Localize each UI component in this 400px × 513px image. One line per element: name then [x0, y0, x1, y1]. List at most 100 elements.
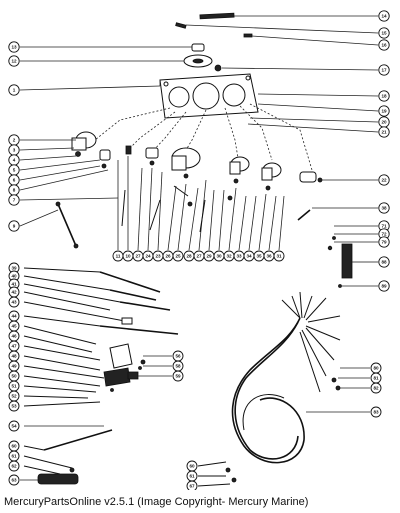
svg-text:80: 80: [373, 366, 379, 371]
callout-63-left: 63: [8, 474, 20, 486]
callout-row-2: 10: [122, 250, 134, 262]
top-nut: [183, 43, 222, 72]
svg-text:40: 40: [11, 274, 17, 279]
svg-text:60: 60: [189, 464, 195, 469]
callout-20: 20: [378, 116, 390, 128]
gauge-left: [71, 131, 97, 157]
svg-text:34: 34: [246, 254, 252, 259]
callout-56: 56: [172, 350, 184, 362]
callout-22: 22: [378, 174, 390, 186]
svg-text:46: 46: [11, 334, 17, 339]
callout-38: 38: [378, 202, 390, 214]
callout-leaders: [19, 15, 379, 427]
callout-row-4: 24: [142, 250, 154, 262]
svg-text:27: 27: [135, 254, 141, 259]
svg-text:72: 72: [381, 232, 387, 237]
callout-89: 89: [378, 280, 390, 292]
callout-19: 19: [378, 105, 390, 117]
callout-8: 8: [8, 184, 20, 196]
callout-3: 3: [8, 144, 20, 156]
callout-18: 18: [378, 90, 390, 102]
callout-6: 6: [8, 174, 20, 186]
callout-54: 54: [8, 420, 20, 432]
svg-text:48: 48: [11, 354, 17, 359]
svg-text:79: 79: [381, 240, 387, 245]
callout-62-left: 62: [8, 460, 20, 472]
svg-text:33: 33: [236, 254, 242, 259]
callout-row-17: 31: [273, 250, 285, 262]
svg-text:2: 2: [13, 138, 16, 143]
svg-text:49: 49: [11, 364, 17, 369]
svg-text:45: 45: [11, 324, 17, 329]
svg-text:63: 63: [11, 478, 17, 483]
callout-88: 88: [378, 256, 390, 268]
callout-60-bottom: 60: [186, 460, 198, 472]
callout-row-7: 25: [172, 250, 184, 262]
bottom-left-parts: [23, 429, 113, 485]
callout-44: 44: [8, 310, 20, 322]
svg-text:26: 26: [165, 254, 171, 259]
svg-text:15: 15: [381, 31, 387, 36]
svg-text:1: 1: [13, 88, 16, 93]
svg-text:82: 82: [373, 386, 379, 391]
top-clip: [175, 22, 253, 38]
svg-text:28: 28: [186, 254, 192, 259]
svg-text:27: 27: [196, 254, 202, 259]
svg-text:71: 71: [381, 224, 387, 229]
callout-60-left: 60: [8, 440, 20, 452]
svg-text:17: 17: [381, 68, 387, 73]
panel-dashed-lines: [94, 103, 313, 171]
gauge-tach: [171, 147, 201, 179]
svg-text:21: 21: [381, 130, 387, 135]
callout-13: 13: [8, 41, 20, 53]
callout-47: 47: [8, 340, 20, 352]
callout-row-12: 32: [223, 250, 235, 262]
svg-text:8: 8: [13, 188, 16, 193]
callout-15: 15: [378, 27, 390, 39]
callout-1: 1: [8, 84, 20, 96]
callout-61-left: 61: [8, 450, 20, 462]
svg-text:83: 83: [373, 410, 379, 415]
callout-row-8: 28: [183, 250, 195, 262]
svg-text:36: 36: [266, 254, 272, 259]
right-plug: [297, 207, 350, 221]
callout-59: 59: [172, 370, 184, 382]
callout-45: 45: [8, 320, 20, 332]
svg-text:25: 25: [175, 254, 181, 259]
callout-82: 82: [370, 382, 382, 394]
switch-assembly: [103, 343, 146, 392]
callout-80: 80: [370, 362, 382, 374]
svg-text:18: 18: [381, 94, 387, 99]
callout-row-14: 34: [243, 250, 255, 262]
svg-text:61: 61: [11, 454, 17, 459]
callout-17: 17: [378, 64, 390, 76]
svg-text:24: 24: [145, 254, 151, 259]
gauge-right-1: [229, 156, 250, 184]
svg-text:39: 39: [11, 266, 17, 271]
svg-text:59: 59: [175, 374, 181, 379]
svg-text:41: 41: [11, 282, 17, 287]
svg-text:10: 10: [125, 254, 131, 259]
svg-text:16: 16: [381, 43, 387, 48]
svg-text:67: 67: [189, 484, 195, 489]
svg-text:44: 44: [11, 314, 17, 319]
svg-text:89: 89: [381, 284, 387, 289]
main-harness: [197, 291, 370, 487]
callout-14: 14: [378, 10, 390, 22]
callout-52: 52: [8, 390, 20, 402]
callout-row-13: 33: [233, 250, 245, 262]
callout-row-1: 11: [112, 250, 124, 262]
svg-text:5: 5: [13, 168, 16, 173]
svg-text:9: 9: [13, 224, 16, 229]
callout-48: 48: [8, 350, 20, 362]
callout-40: 40: [8, 270, 20, 282]
callout-79: 79: [378, 236, 390, 248]
svg-text:31: 31: [276, 254, 282, 259]
svg-text:42: 42: [11, 290, 17, 295]
callout-row-3: 27: [132, 250, 144, 262]
svg-text:56: 56: [175, 354, 181, 359]
svg-text:50: 50: [11, 374, 17, 379]
svg-text:29: 29: [206, 254, 212, 259]
terminal-block: [327, 236, 362, 288]
svg-text:4: 4: [13, 158, 16, 163]
